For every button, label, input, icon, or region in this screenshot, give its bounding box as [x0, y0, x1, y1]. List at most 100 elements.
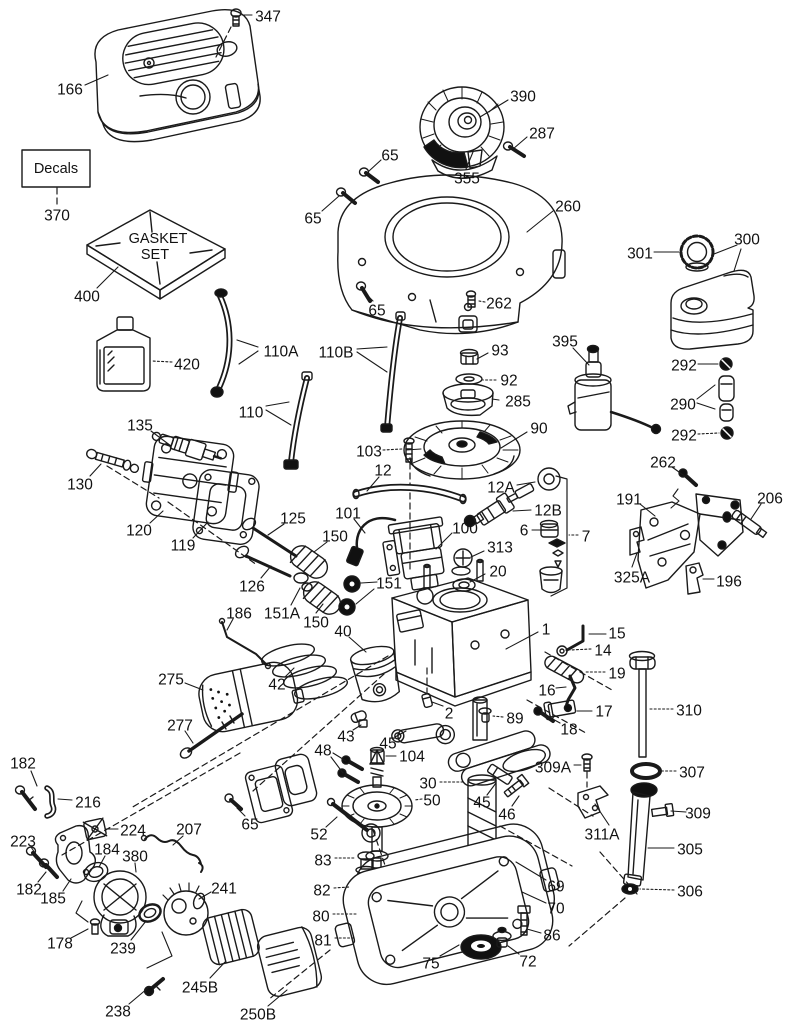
- part-number-185: 185: [40, 891, 66, 908]
- part-number-1: 1: [542, 622, 551, 639]
- part-air-cleaner-body-380: [93, 870, 147, 937]
- part-screw-287: [502, 141, 526, 158]
- part-screw-65-a: [358, 167, 380, 184]
- part-label-182: 182: [16, 871, 47, 899]
- part-number-90: 90: [530, 421, 548, 438]
- part-number-120: 120: [126, 523, 152, 540]
- part-choke-313: [451, 548, 473, 576]
- part-link-206: [722, 509, 768, 539]
- part-valve-89: [478, 707, 492, 723]
- part-label-184: 184: [94, 842, 120, 868]
- part-number-7: 7: [582, 529, 591, 546]
- part-number-313: 313: [487, 540, 513, 557]
- part-rod-bolt-46: [503, 773, 530, 798]
- decals-note-box: Decals: [21, 149, 91, 188]
- part-number-17: 17: [595, 704, 612, 721]
- part-number-347: 347: [255, 9, 281, 26]
- part-label-260: 260: [526, 199, 581, 233]
- part-number-310: 310: [676, 703, 702, 720]
- part-dipstick-tube-305: [622, 782, 658, 887]
- part-number-45: 45: [379, 736, 396, 753]
- part-number-50: 50: [423, 793, 441, 810]
- fold-lines: [75, 900, 173, 969]
- part-label-306: 306: [639, 884, 703, 901]
- part-label-370: 370: [44, 208, 70, 225]
- part-number-43: 43: [337, 729, 354, 746]
- part-number-238: 238: [105, 1004, 131, 1021]
- part-wrist-pin-43: [350, 710, 368, 728]
- part-number-151: 151: [376, 576, 402, 593]
- part-label-16: 16: [538, 683, 567, 700]
- part-number-12A: 12A: [487, 480, 515, 497]
- part-label-250B: 250B: [240, 989, 288, 1024]
- part-number-239: 239: [110, 941, 136, 958]
- part-screw-262-a: [465, 290, 477, 308]
- part-clamp-292-b: [720, 426, 734, 440]
- part-label-400: 400: [74, 266, 119, 306]
- part-muffler-275: [198, 661, 305, 733]
- part-screw-103: [403, 437, 415, 463]
- part-dipstick-310: [628, 650, 656, 758]
- part-number-65: 65: [368, 303, 385, 320]
- part-screw-65-b: [335, 187, 357, 205]
- part-number-307: 307: [679, 765, 705, 782]
- part-number-305: 305: [677, 842, 703, 859]
- part-number-290: 290: [670, 397, 696, 414]
- part-number-275: 275: [158, 672, 184, 689]
- part-number-93: 93: [491, 343, 508, 360]
- part-label-245B: 245B: [182, 961, 226, 997]
- part-number-150: 150: [322, 529, 348, 546]
- part-governor-link-186: [218, 617, 272, 670]
- part-spring-207: [140, 834, 204, 873]
- part-valve-125: [241, 517, 298, 558]
- part-flywheel-90: [403, 420, 521, 480]
- part-label-12B: 12B: [512, 503, 562, 520]
- part-label-305: 305: [647, 842, 703, 859]
- part-number-150: 150: [303, 615, 329, 632]
- part-label-110A: 110A: [236, 339, 299, 365]
- part-label-110B: 110B: [318, 345, 388, 373]
- part-label-275: 275: [158, 672, 204, 691]
- part-gasket-ring-239: [138, 903, 162, 923]
- part-screw-309: [650, 802, 675, 818]
- part-label-390: 390: [479, 89, 536, 118]
- part-label-313: 313: [470, 540, 513, 558]
- part-label-186: 186: [226, 606, 252, 631]
- part-label-18: 18: [548, 716, 578, 739]
- part-label-30: 30: [419, 776, 466, 793]
- part-number-52: 52: [310, 827, 327, 844]
- part-exhaust-gasket-169: [274, 753, 318, 807]
- part-number-309: 309: [685, 806, 711, 823]
- part-label-65: 65: [304, 195, 340, 228]
- part-label-82: 82: [313, 883, 350, 900]
- part-engine-cover-166: [94, 8, 261, 143]
- part-number-390: 390: [510, 89, 536, 106]
- part-label-104: 104: [385, 749, 425, 766]
- part-number-191: 191: [616, 492, 642, 509]
- part-label-90: 90: [500, 421, 548, 449]
- part-label-309A: 309A: [535, 760, 582, 777]
- part-number-130: 130: [67, 477, 93, 494]
- part-label-241: 241: [198, 881, 237, 900]
- part-label-126: 126: [239, 565, 272, 596]
- part-label-43: 43: [337, 724, 362, 746]
- part-label-19: 19: [585, 666, 626, 683]
- part-screw-309A: [581, 753, 593, 772]
- part-screw-238: [143, 977, 165, 997]
- part-bracket-17: [543, 699, 577, 721]
- part-number-65: 65: [304, 211, 321, 228]
- part-grommet-14: [556, 645, 568, 657]
- part-gasket-184: [83, 861, 109, 883]
- part-label-262: 262: [650, 455, 687, 478]
- part-ignition-lead-101: [346, 517, 397, 567]
- part-number-184: 184: [94, 842, 120, 859]
- part-valve-spring-150-a: [289, 545, 329, 579]
- part-number-83: 83: [314, 853, 331, 870]
- part-label-150: 150: [303, 603, 329, 632]
- part-starter-cup-285: [442, 383, 494, 417]
- part-label-20: 20: [469, 564, 507, 583]
- part-label-355: 355: [454, 151, 480, 188]
- part-carburetor-100: [382, 516, 445, 605]
- part-number-250B: 250B: [240, 1007, 276, 1024]
